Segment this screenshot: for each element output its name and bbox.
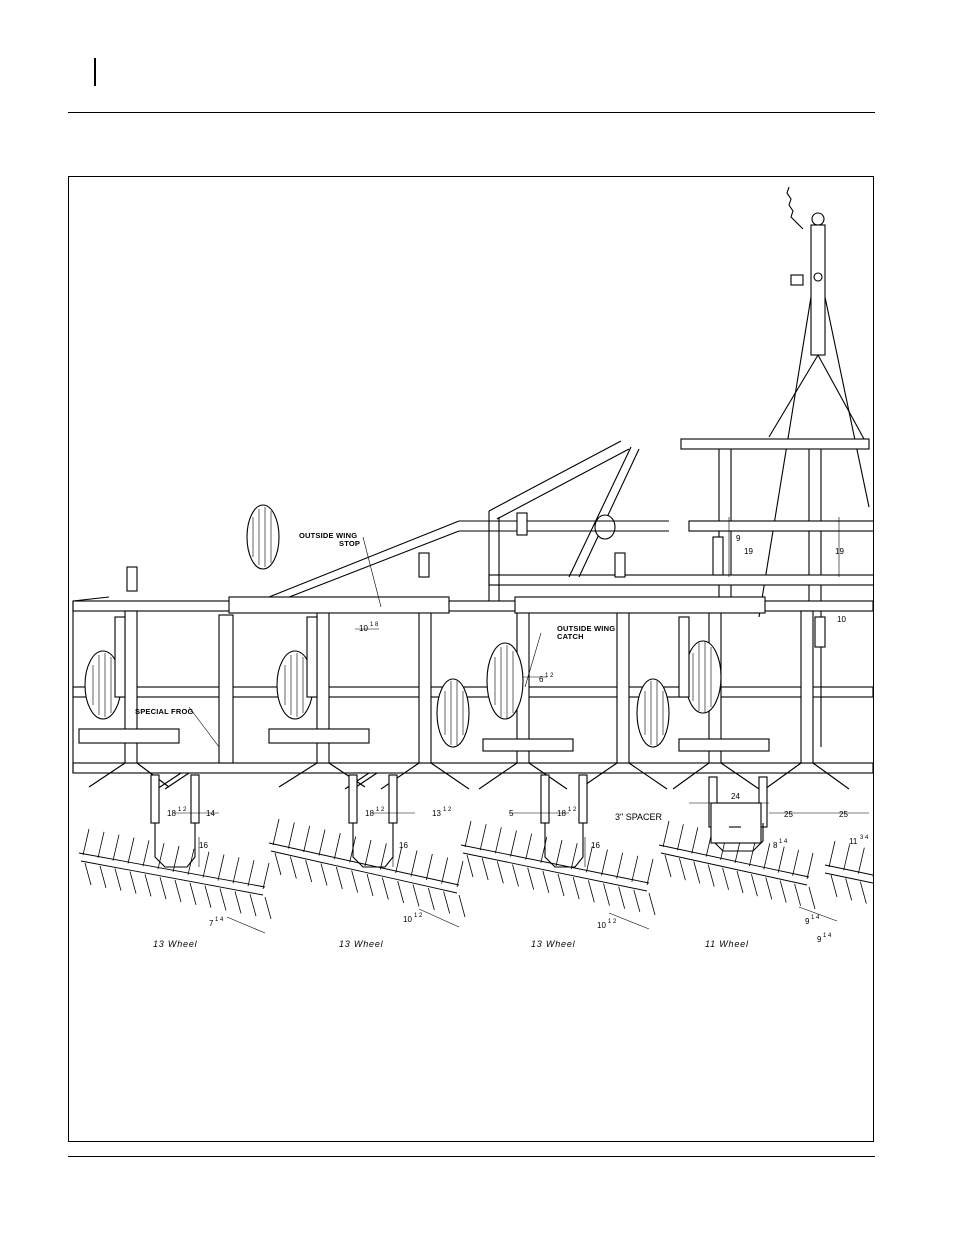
dim-7: 7 xyxy=(209,919,213,928)
dim-9: 9 xyxy=(736,534,740,543)
dim-18-b: 18 xyxy=(365,809,374,818)
dim-19-left: 19 xyxy=(744,547,753,556)
dim-5: 5 xyxy=(509,809,513,818)
dim-16-a: 16 xyxy=(199,841,208,850)
dim-18-c-frac: 1 2 xyxy=(568,807,576,813)
dim-13: 13 xyxy=(432,809,441,818)
dim-18-a-frac: 1 2 xyxy=(178,807,186,813)
dim-10-wing-stop: 10 xyxy=(359,624,368,633)
dim-10-wheel-a-frac: 1 2 xyxy=(414,913,422,919)
dim-6-catch-frac: 1 2 xyxy=(545,673,553,679)
header-rule xyxy=(68,112,875,113)
dim-11-frac: 3 4 xyxy=(860,835,868,841)
footer-rule xyxy=(68,1156,875,1157)
dim-10-wheel-a: 10 xyxy=(403,915,412,924)
dim-18-c: 18 xyxy=(557,809,566,818)
dim-25-b: 25 xyxy=(839,810,848,819)
dim-24: 24 xyxy=(731,792,740,801)
dim-10-right: 10 xyxy=(837,615,846,624)
dim-16-c: 16 xyxy=(591,841,600,850)
dim-19-right: 19 xyxy=(835,547,844,556)
dim-25-a: 25 xyxy=(784,810,793,819)
rake-arms xyxy=(151,775,767,867)
implement-drawing xyxy=(69,177,874,1142)
dim-10-wheel-b: 10 xyxy=(597,921,606,930)
dim-10-wheel-b-frac: 1 2 xyxy=(608,919,616,925)
wheel-label-1: 13 Wheel xyxy=(153,939,197,949)
dim-9-wheel-b: 9 xyxy=(817,935,821,944)
dim-18-a: 18 xyxy=(167,809,176,818)
main-frame xyxy=(73,597,873,773)
dim-13-frac: 1 2 xyxy=(443,807,451,813)
dim-14: 14 xyxy=(206,809,215,818)
dim-8-frac: 1 4 xyxy=(779,839,787,845)
wheel-label-3: 13 Wheel xyxy=(531,939,575,949)
dim-8: 8 xyxy=(773,841,777,850)
dim-9-wheel-b-frac: 1 4 xyxy=(823,933,831,939)
dim-11: 11 xyxy=(849,837,857,846)
upper-frame xyxy=(269,439,874,747)
dim-7-frac: 1 4 xyxy=(215,917,223,923)
dim-10-wing-stop-frac: 1 8 xyxy=(370,622,378,628)
dim-9-wheel-a: 9 xyxy=(805,917,809,926)
dim-9-wheel-a-frac: 1 4 xyxy=(811,915,819,921)
spacer-assembly xyxy=(711,803,761,843)
dim-6-catch: 6 xyxy=(539,675,543,684)
dim-18-b-frac: 1 2 xyxy=(376,807,384,813)
special-frog-callout: SPECIAL FROG xyxy=(135,708,194,716)
spacer-callout: 3" SPACER xyxy=(615,813,662,822)
wheel-label-4: 11 Wheel xyxy=(705,939,749,949)
header-margin-mark xyxy=(94,58,96,86)
dim-16-b: 16 xyxy=(399,841,408,850)
wheel-label-2: 13 Wheel xyxy=(339,939,383,949)
hitch-tongue xyxy=(759,187,869,617)
